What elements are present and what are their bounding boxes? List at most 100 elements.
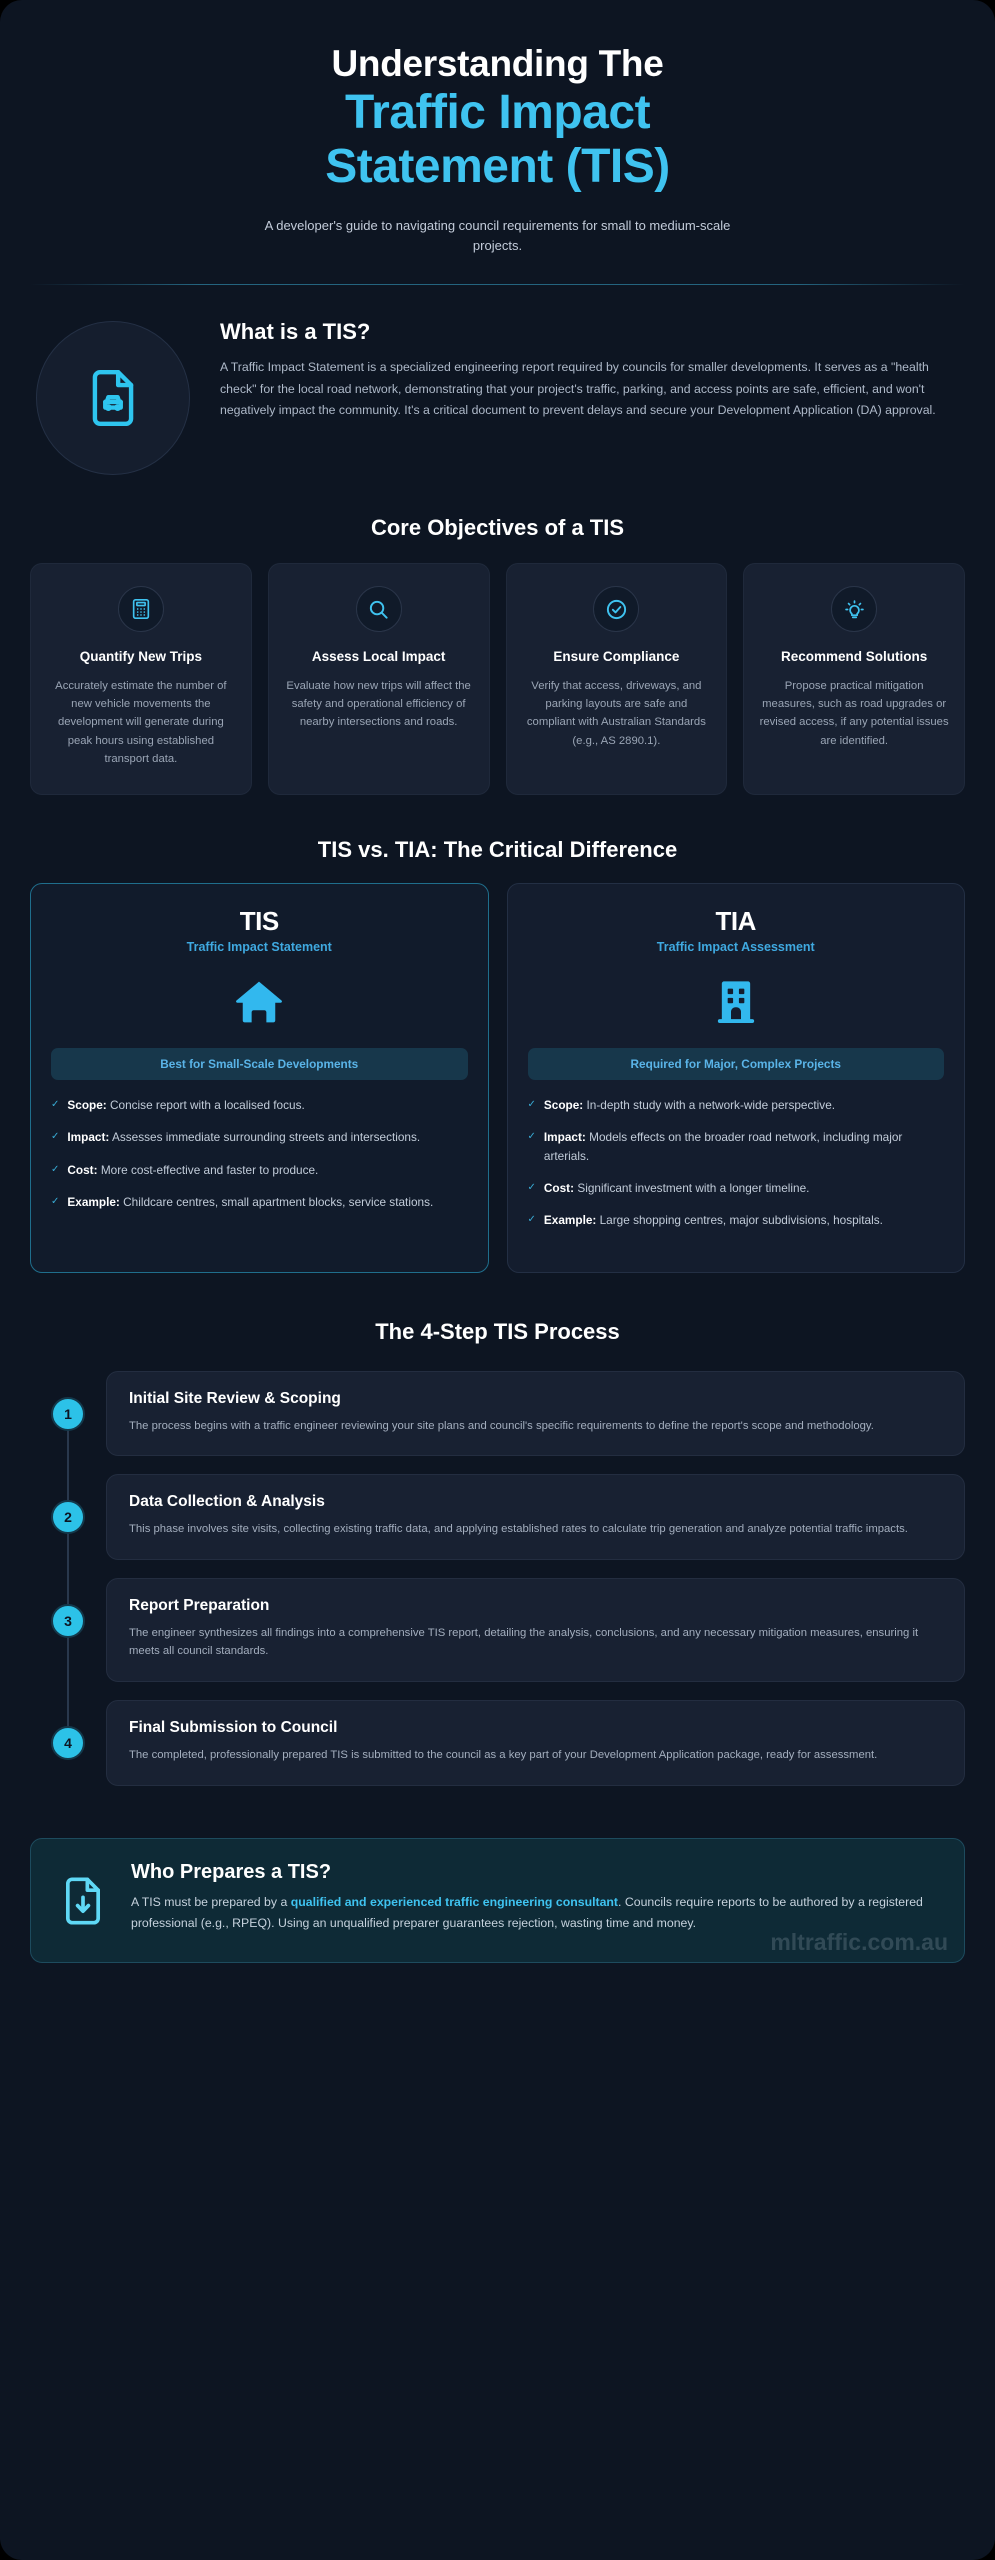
objective-card: Ensure Compliance Verify that access, dr… [505,563,728,796]
objective-text: Accurately estimate the number of new ve… [55,679,227,765]
step-number-badge: 1 [51,1396,85,1431]
list-item-text: Large shopping centres, major subdivisio… [599,1213,883,1228]
timeline-connector [67,1577,69,1701]
callout-text-part2: . Councils require reports to be authore… [131,1894,923,1930]
tis-feature-list: ✓ Scope: Concise report with a localised… [51,1096,468,1211]
process-step: 4 Final Submission to Council The comple… [30,1700,965,1786]
check-icon: ✓ [51,1099,60,1111]
tia-abbr: TIA [715,906,757,937]
timeline-connector [67,1700,69,1747]
list-item-label: Example: [543,1213,597,1228]
header-title-line2a: Traffic Impact [344,85,651,139]
objective-text: Verify that access, driveways, and parki… [526,679,706,747]
list-item-label: Impact: [543,1130,586,1145]
step-text: This phase involves site visits, collect… [129,1523,908,1536]
objective-title: Recommend Solutions [780,649,928,665]
list-item: ✓ Example: Childcare centres, small apar… [51,1193,468,1211]
list-item: ✓ Scope: In-depth study with a network-w… [528,1096,945,1114]
list-item: ✓ Example: Large shopping centres, major… [528,1211,945,1229]
list-item-text: Models effects on the broader road netwo… [543,1130,903,1163]
step-title: Data Collection & Analysis [129,1493,325,1511]
check-icon: ✓ [527,1099,536,1111]
list-item-label: Impact: [67,1130,110,1145]
list-item-text: Concise report with a localised focus. [110,1098,305,1113]
tia-full-name: Traffic Impact Assessment [656,940,815,955]
check-icon: ✓ [51,1195,60,1207]
list-item-text: Childcare centres, small apartment block… [123,1194,434,1209]
step-text: The process begins with a traffic engine… [129,1419,874,1432]
what-is-tis-text: A Traffic Impact Statement is a speciali… [220,360,936,418]
calculator-icon [117,586,164,633]
magnifier-icon [355,586,402,633]
objectives-section: Quantify New Trips Accurately estimate t… [0,563,995,796]
process-section-title: The 4-Step TIS Process [375,1318,620,1344]
step-text: The completed, professionally prepared T… [129,1749,878,1762]
callout-text-part1: A TIS must be prepared by a [131,1894,291,1909]
document-car-icon [36,321,190,476]
check-icon: ✓ [51,1131,60,1143]
building-icon [528,976,945,1028]
objective-title: Assess Local Impact [311,649,446,665]
check-circle-icon [593,586,640,633]
list-item-text: Significant investment with a longer tim… [577,1180,810,1195]
lightbulb-icon [831,586,878,633]
comparison-section-title: TIS vs. TIA: The Critical Difference [317,837,678,863]
objective-text: Evaluate how new trips will affect the s… [286,679,471,729]
header-title-line2b: Statement (TIS) [325,139,670,193]
check-icon: ✓ [51,1163,60,1175]
callout-text-highlight: qualified and experienced traffic engine… [290,1894,619,1909]
tis-abbr: TIS [239,906,279,937]
comparison-card-tia: TIA Traffic Impact Assessment Required f… [506,883,965,1273]
callout-section: Who Prepares a TIS? A TIS must be prepar… [0,1804,995,1963]
comparison-card-tis: TIS Traffic Impact Statement Best for Sm… [30,883,489,1273]
header: Understanding The Traffic Impact Stateme… [0,0,995,256]
step-number-badge: 2 [51,1500,85,1535]
callout-title: Who Prepares a TIS? [131,1860,332,1883]
tia-feature-list: ✓ Scope: In-depth study with a network-w… [528,1096,945,1229]
check-icon: ✓ [527,1214,536,1226]
step-title: Initial Site Review & Scoping [129,1389,341,1407]
document-download-icon [57,1861,109,1936]
list-item-text: Assesses immediate surrounding streets a… [111,1130,421,1145]
check-icon: ✓ [527,1181,536,1193]
header-title-line1: Understanding The [331,43,664,84]
list-item-label: Example: [67,1194,120,1209]
tis-full-name: Traffic Impact Statement [186,940,332,955]
list-item-text: More cost-effective and faster to produc… [100,1162,319,1177]
objective-card: Recommend Solutions Propose practical mi… [743,563,965,796]
header-divider [30,284,965,286]
list-item: ✓ Cost: Significant investment with a lo… [528,1179,945,1197]
list-item: ✓ Scope: Concise report with a localised… [51,1096,468,1114]
objectives-section-title: Core Objectives of a TIS [370,515,625,541]
house-icon [51,976,468,1028]
tis-pill-badge: Best for Small-Scale Developments [51,1048,468,1081]
check-icon: ✓ [527,1131,536,1143]
process-step: 2 Data Collection & Analysis This phase … [30,1474,965,1578]
list-item-label: Cost: [67,1162,98,1177]
objective-text: Propose practical mitigation measures, s… [759,679,949,747]
process-section: 1 Initial Site Review & Scoping The proc… [0,1370,995,1786]
step-title: Final Submission to Council [129,1719,338,1737]
what-is-tis-title: What is a TIS? [220,319,371,345]
step-number-badge: 4 [51,1726,85,1761]
list-item-label: Scope: [67,1098,107,1113]
step-number-badge: 3 [51,1603,85,1638]
objective-title: Quantify New Trips [79,649,203,665]
list-item: ✓ Cost: More cost-effective and faster t… [51,1161,468,1179]
tia-pill-badge: Required for Major, Complex Projects [527,1048,944,1081]
list-item-label: Cost: [543,1180,575,1195]
what-is-tis-section: What is a TIS? A Traffic Impact Statemen… [0,285,995,476]
comparison-section: TIS Traffic Impact Statement Best for Sm… [0,883,995,1273]
objective-title: Ensure Compliance [553,649,680,665]
objective-card: Assess Local Impact Evaluate how new tri… [267,563,490,796]
timeline-connector [67,1410,69,1475]
process-step: 3 Report Preparation The engineer synthe… [30,1577,965,1701]
callout-text: A TIS must be prepared by a qualified an… [131,1892,938,1934]
list-item-label: Scope: [543,1098,584,1113]
list-item-text: In-depth study with a network-wide persp… [586,1098,836,1113]
objective-card: Quantify New Trips Accurately estimate t… [30,563,252,796]
list-item: ✓ Impact: Assesses immediate surrounding… [51,1128,468,1146]
list-item: ✓ Impact: Models effects on the broader … [528,1128,945,1165]
step-text: The engineer synthesizes all findings in… [129,1626,919,1658]
watermark: mltraffic.com.au [770,1928,948,1955]
